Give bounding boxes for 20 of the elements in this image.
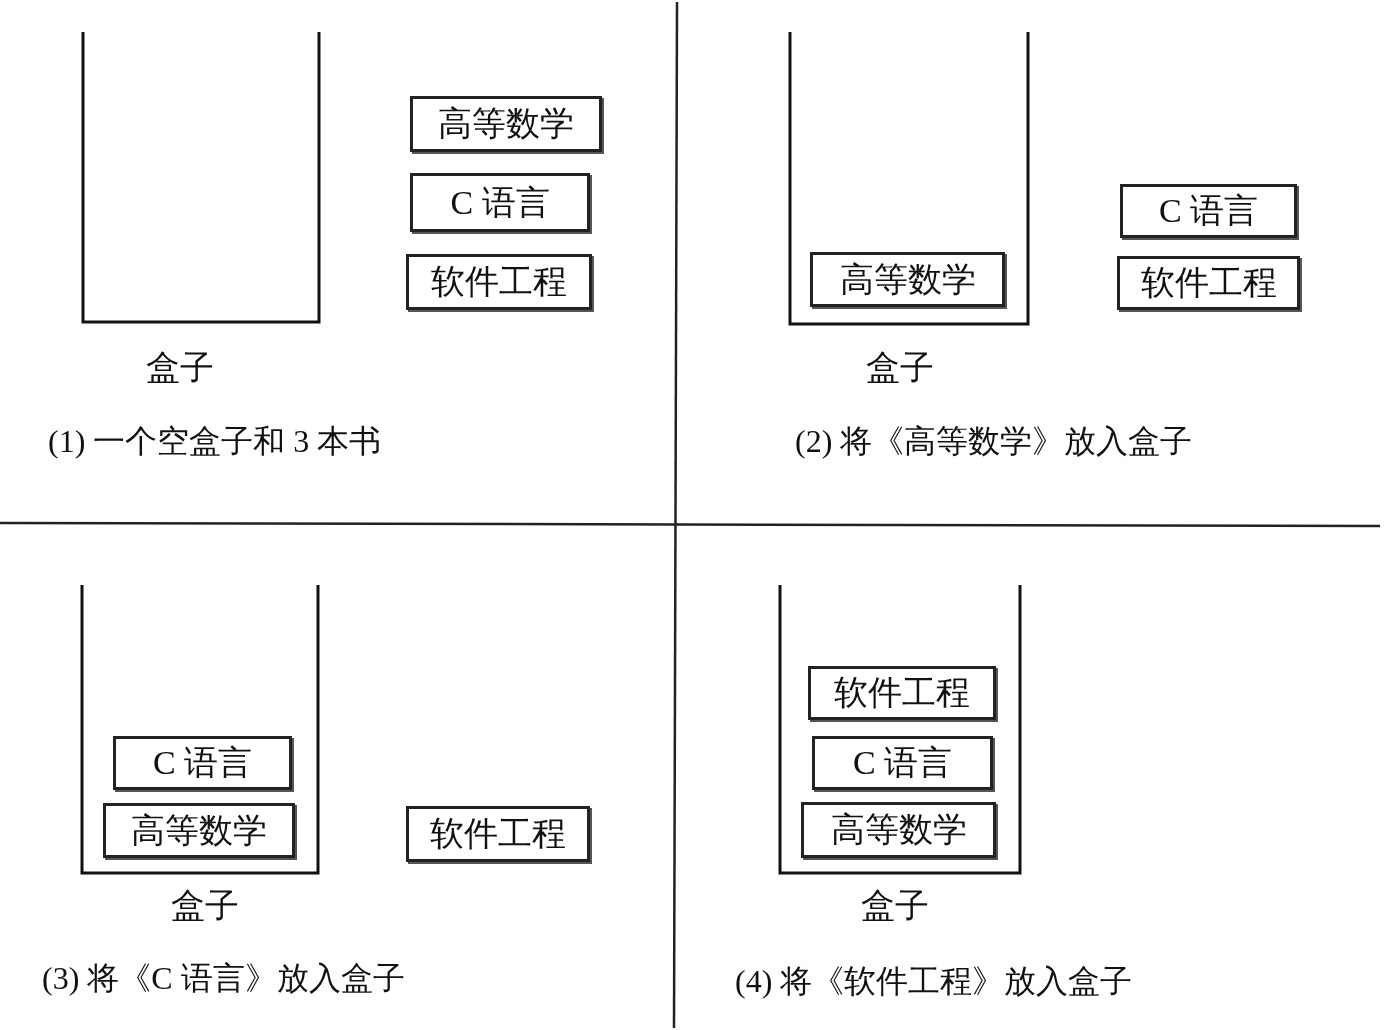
book-box: 软件工程 xyxy=(406,254,592,310)
book-box: 软件工程 xyxy=(406,806,590,862)
caption: (3) 将《C 语言》放入盒子 xyxy=(42,959,405,998)
box-label: 盒子 xyxy=(861,886,929,926)
caption: (4) 将《软件工程》放入盒子 xyxy=(735,962,1133,1001)
book-box: 高等数学 xyxy=(410,96,602,152)
book-box: C 语言 xyxy=(410,173,590,232)
box-label: 盒子 xyxy=(171,886,239,926)
caption: (2) 将《高等数学》放入盒子 xyxy=(795,422,1193,461)
box-label: 盒子 xyxy=(146,348,214,388)
book-box: C 语言 xyxy=(113,736,292,790)
book-box: C 语言 xyxy=(1120,184,1297,238)
book-box: 软件工程 xyxy=(1117,256,1300,310)
caption: (1) 一个空盒子和 3 本书 xyxy=(48,422,382,461)
box-label: 盒子 xyxy=(866,348,934,388)
book-box: 高等数学 xyxy=(810,252,1005,307)
book-box: 高等数学 xyxy=(103,803,295,858)
book-box: 高等数学 xyxy=(801,802,996,858)
book-box: 软件工程 xyxy=(808,666,996,720)
book-box: C 语言 xyxy=(812,736,993,790)
